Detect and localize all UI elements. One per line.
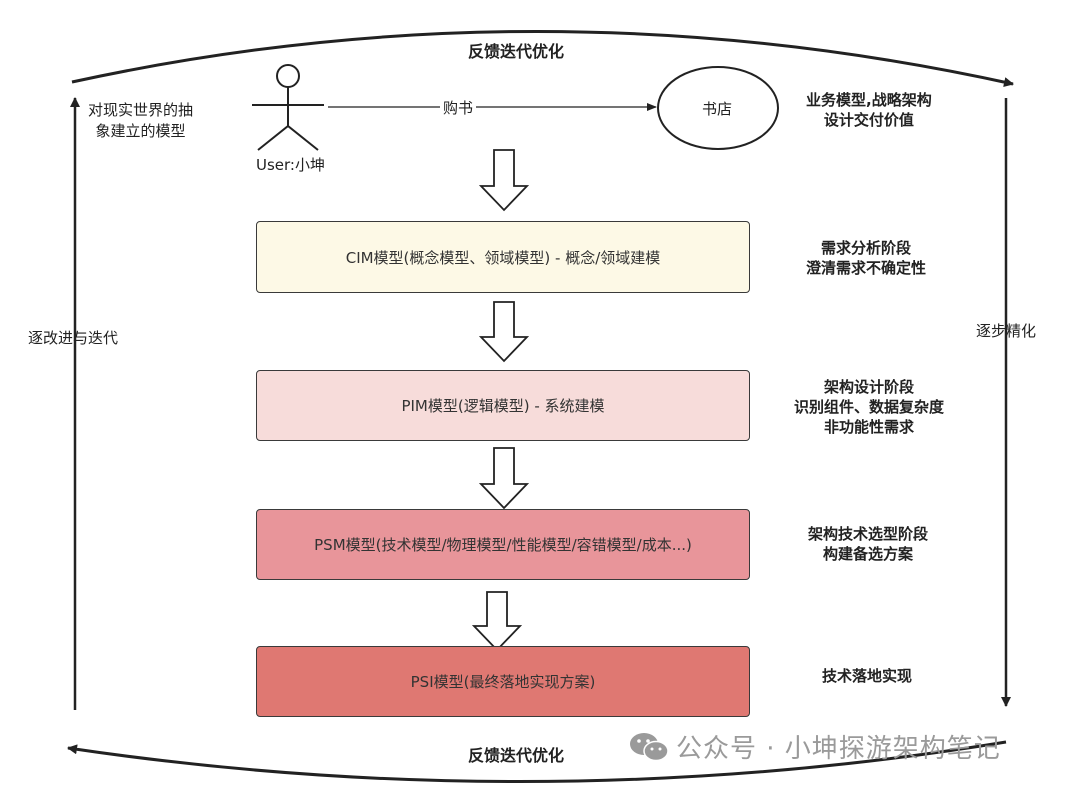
pim-desc-line-2: 识别组件、数据复杂度 <box>794 398 945 416</box>
right-axis-label: 逐步精化 <box>976 322 1037 340</box>
down-arrow-1 <box>478 149 530 212</box>
business-desc-line-2: 设计交付价值 <box>823 111 914 129</box>
left-note: 对现实世界的抽 象建立的模型 <box>88 100 193 142</box>
bookstore-label: 书店 <box>702 100 733 118</box>
business-desc-line-1: 业务模型,战略架构 <box>806 91 932 109</box>
pim-desc-line-3: 非功能性需求 <box>824 418 915 436</box>
watermark: 公众号 · 小坤探游架构笔记 <box>628 728 1001 765</box>
wechat-icon <box>630 732 669 761</box>
psi-model-label: PSI模型(最终落地实现方案) <box>410 673 596 691</box>
watermark-text: 公众号 · 小坤探游架构笔记 <box>676 734 1001 764</box>
pim-model-label: PIM模型(逻辑模型) - 系统建模 <box>401 397 605 415</box>
cim-model-box[interactable]: CIM模型(概念模型、领域模型) - 概念/领域建模 <box>256 221 750 293</box>
psm-desc: 架构技术选型阶段 构建备选方案 <box>808 524 928 564</box>
cim-model-label: CIM模型(概念模型、领域模型) - 概念/领域建模 <box>345 248 661 267</box>
down-arrow-4 <box>471 591 523 652</box>
down-arrow-3 <box>478 447 530 510</box>
actor-label: User:小坤 <box>256 156 325 174</box>
user-actor-figure <box>252 64 324 151</box>
purchase-edge-label: 购书 <box>440 97 477 118</box>
left-note-line-1: 对现实世界的抽 <box>88 101 194 119</box>
feedback-bottom-curve <box>67 740 1007 784</box>
business-desc: 业务模型,战略架构 设计交付价值 <box>806 90 932 130</box>
psm-desc-line-1: 架构技术选型阶段 <box>808 525 929 543</box>
cim-desc-line-1: 需求分析阶段 <box>821 239 912 257</box>
bookstore-usecase[interactable] <box>657 66 779 150</box>
feedback-top-label: 反馈迭代优化 <box>468 42 565 61</box>
pim-desc: 架构设计阶段 识别组件、数据复杂度 非功能性需求 <box>794 377 944 437</box>
cim-desc: 需求分析阶段 澄清需求不确定性 <box>806 238 926 278</box>
feedback-bottom-label: 反馈迭代优化 <box>468 746 565 765</box>
left-axis-label: 逐改进与迭代 <box>28 329 119 347</box>
psm-desc-line-2: 构建备选方案 <box>823 545 914 563</box>
psi-model-box[interactable]: PSI模型(最终落地实现方案) <box>256 646 750 717</box>
psm-model-label: PSM模型(技术模型/物理模型/性能模型/容错模型/成本...) <box>314 536 692 554</box>
cim-desc-line-2: 澄清需求不确定性 <box>806 259 927 277</box>
left-note-line-2: 象建立的模型 <box>95 122 186 140</box>
pim-desc-line-1: 架构设计阶段 <box>824 378 915 396</box>
feedback-top-curve <box>71 30 1014 87</box>
psi-desc-line-1: 技术落地实现 <box>822 667 913 685</box>
psi-desc: 技术落地实现 <box>822 666 912 686</box>
pim-model-box[interactable]: PIM模型(逻辑模型) - 系统建模 <box>256 370 750 441</box>
down-arrow-2 <box>478 301 530 363</box>
psm-model-box[interactable]: PSM模型(技术模型/物理模型/性能模型/容错模型/成本...) <box>256 509 750 580</box>
